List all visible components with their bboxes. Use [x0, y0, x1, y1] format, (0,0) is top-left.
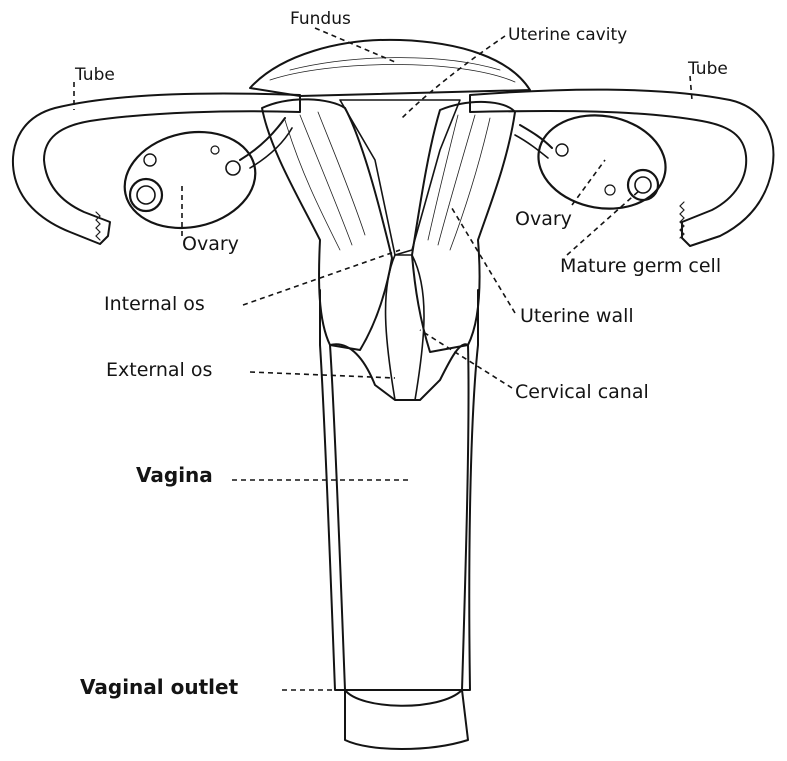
leader-tube-right — [689, 75, 693, 101]
leader-cervical-canal — [419, 329, 513, 389]
leader-uterine-wall — [449, 204, 516, 314]
label-ovary-left: Ovary — [182, 233, 239, 255]
label-cervical-canal: Cervical canal — [515, 381, 649, 403]
ovary-right-shape — [537, 114, 667, 210]
leader-internal-os — [242, 249, 401, 306]
label-internal-os: Internal os — [104, 293, 205, 315]
label-vagina: Vagina — [136, 463, 213, 487]
label-uterine-wall: Uterine wall — [520, 305, 634, 327]
label-ovary-right: Ovary — [515, 208, 572, 230]
leader-external-os — [249, 371, 396, 379]
leader-mature-germ-cell — [566, 189, 641, 256]
label-uterine-cavity: Uterine cavity — [508, 25, 627, 45]
tube-right-shape — [469, 88, 775, 247]
label-mature-germ-cell: Mature germ cell — [560, 255, 721, 277]
ovary-left-shape — [123, 130, 257, 230]
leader-fundus — [314, 27, 396, 63]
label-external-os: External os — [106, 359, 212, 381]
label-tube-right: Tube — [687, 59, 728, 79]
leader-uterine-cavity — [399, 35, 506, 121]
leader-ovary-right — [571, 159, 606, 206]
label-vaginal-outlet: Vaginal outlet — [80, 675, 239, 699]
label-tube-left: Tube — [74, 65, 115, 85]
vagina-shape — [319, 289, 479, 750]
tube-left-shape — [11, 92, 301, 245]
label-fundus: Fundus — [290, 9, 351, 29]
